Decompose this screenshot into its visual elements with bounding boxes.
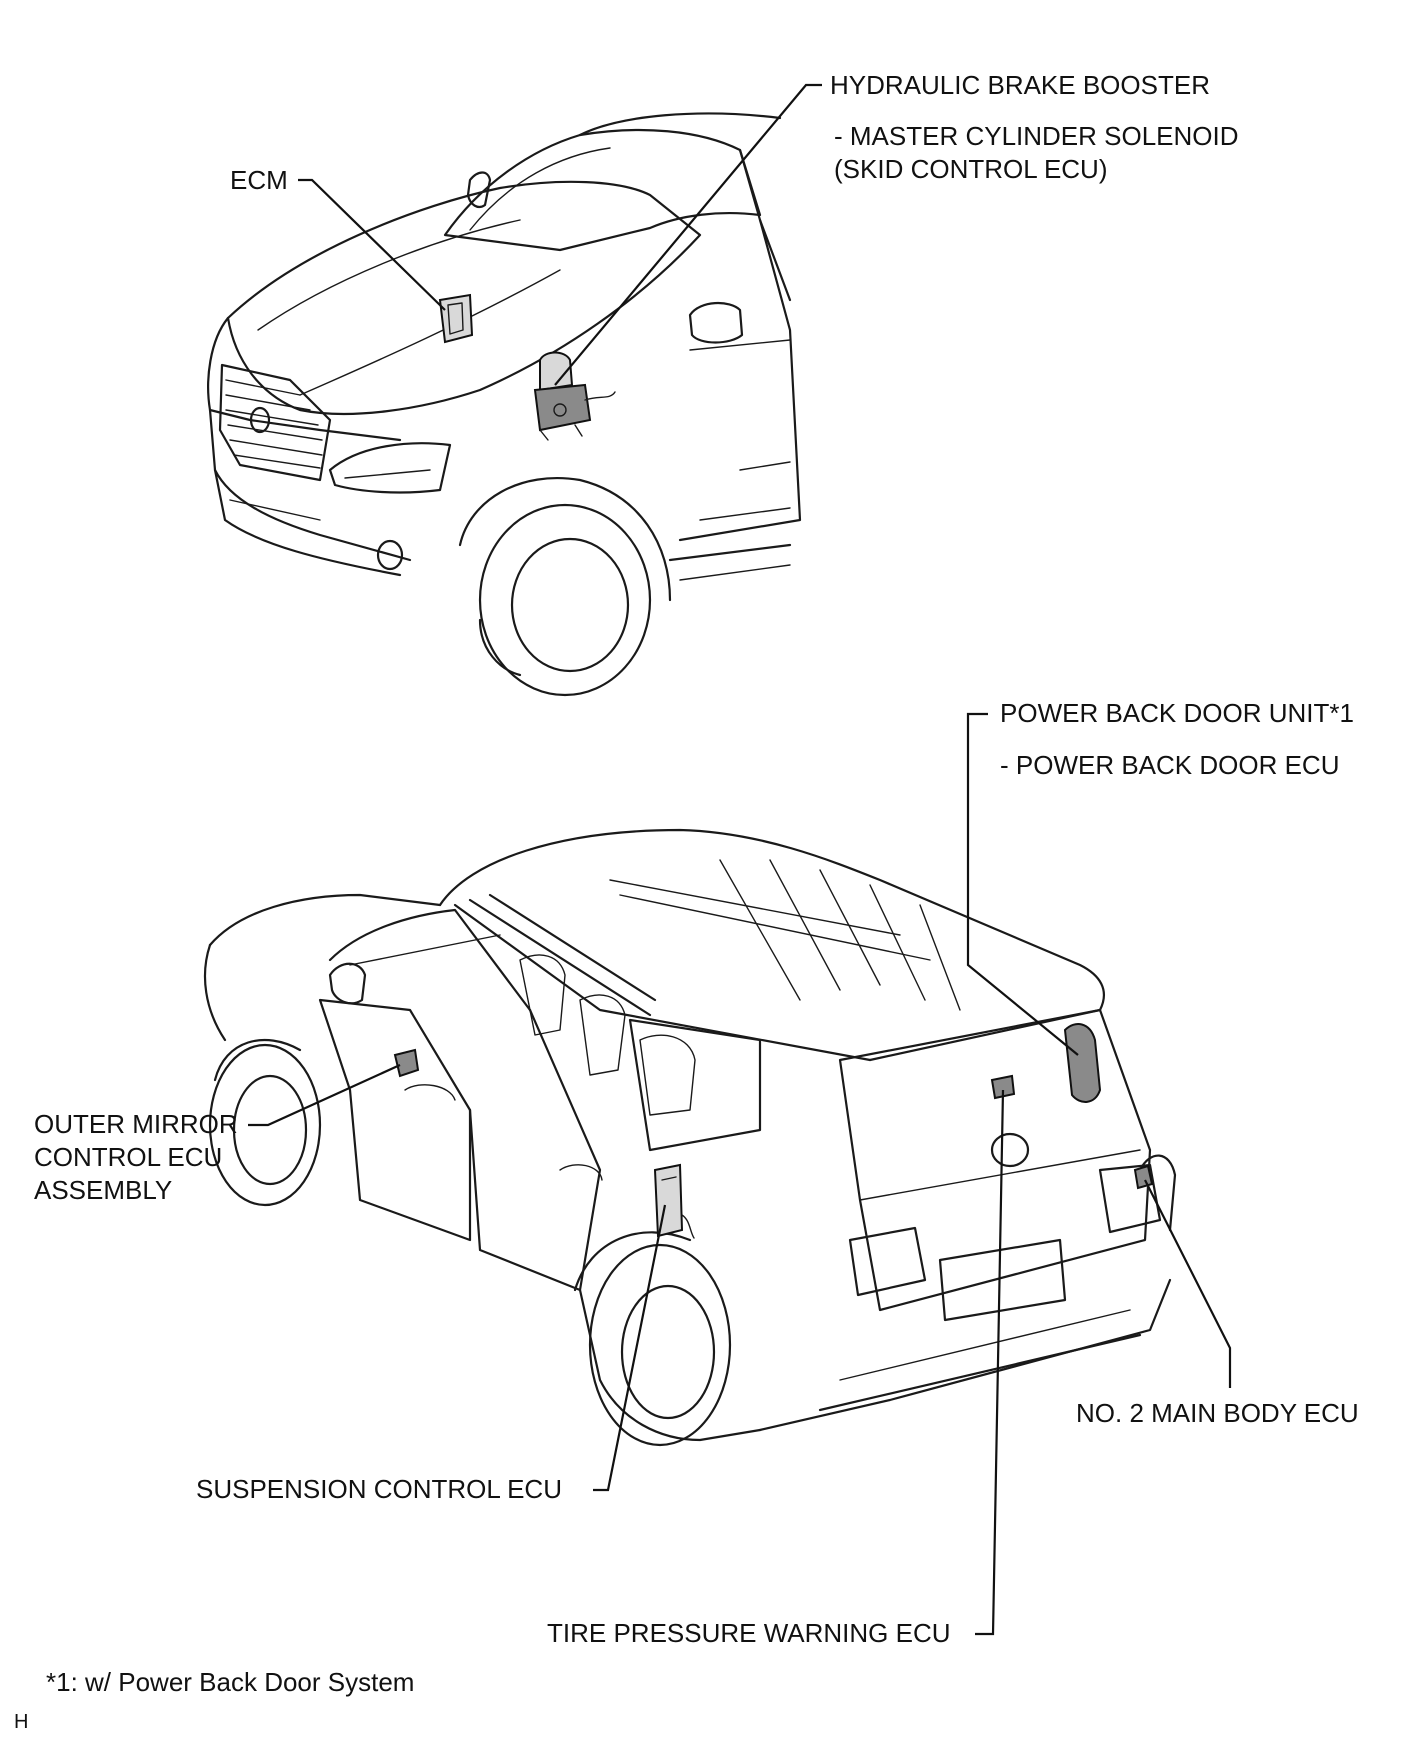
brake-booster-part (533, 351, 616, 441)
ecm-label: ECM (230, 165, 288, 195)
power-back-door-ecu-label: - POWER BACK DOOR ECU (1000, 750, 1340, 780)
master-cylinder-solenoid-label: - MASTER CYLINDER SOLENOID (834, 121, 1239, 151)
power-back-door-part (1063, 1023, 1102, 1103)
outer-mirror-label-line3: ASSEMBLY (34, 1175, 173, 1205)
corner-mark: H (14, 1711, 29, 1733)
skid-control-ecu-label: (SKID CONTROL ECU) (834, 154, 1108, 184)
no2-main-body-ecu-label: NO. 2 MAIN BODY ECU (1076, 1398, 1359, 1428)
tire-pressure-ecu-part (990, 1074, 1016, 1100)
ecm-part (438, 293, 474, 344)
tire-pressure-warning-ecu-label: TIRE PRESSURE WARNING ECU (547, 1618, 951, 1648)
hydraulic-brake-booster-label: HYDRAULIC BRAKE BOOSTER (830, 70, 1210, 100)
outer-mirror-label-line2: CONTROL ECU (34, 1142, 223, 1172)
footnote: *1: w/ Power Back Door System (46, 1667, 415, 1697)
front-vehicle-outline (207, 112, 802, 697)
power-back-door-unit-label: POWER BACK DOOR UNIT*1 (1000, 698, 1354, 728)
no2-main-body-ecu-part (1133, 1164, 1154, 1190)
outer-mirror-ecu-part (393, 1048, 420, 1078)
leader-lines (248, 83, 1232, 1636)
outer-mirror-label-line1: OUTER MIRROR (34, 1109, 238, 1139)
rear-vehicle-outline (203, 828, 1177, 1447)
suspension-control-ecu-label: SUSPENSION CONTROL ECU (196, 1474, 562, 1504)
